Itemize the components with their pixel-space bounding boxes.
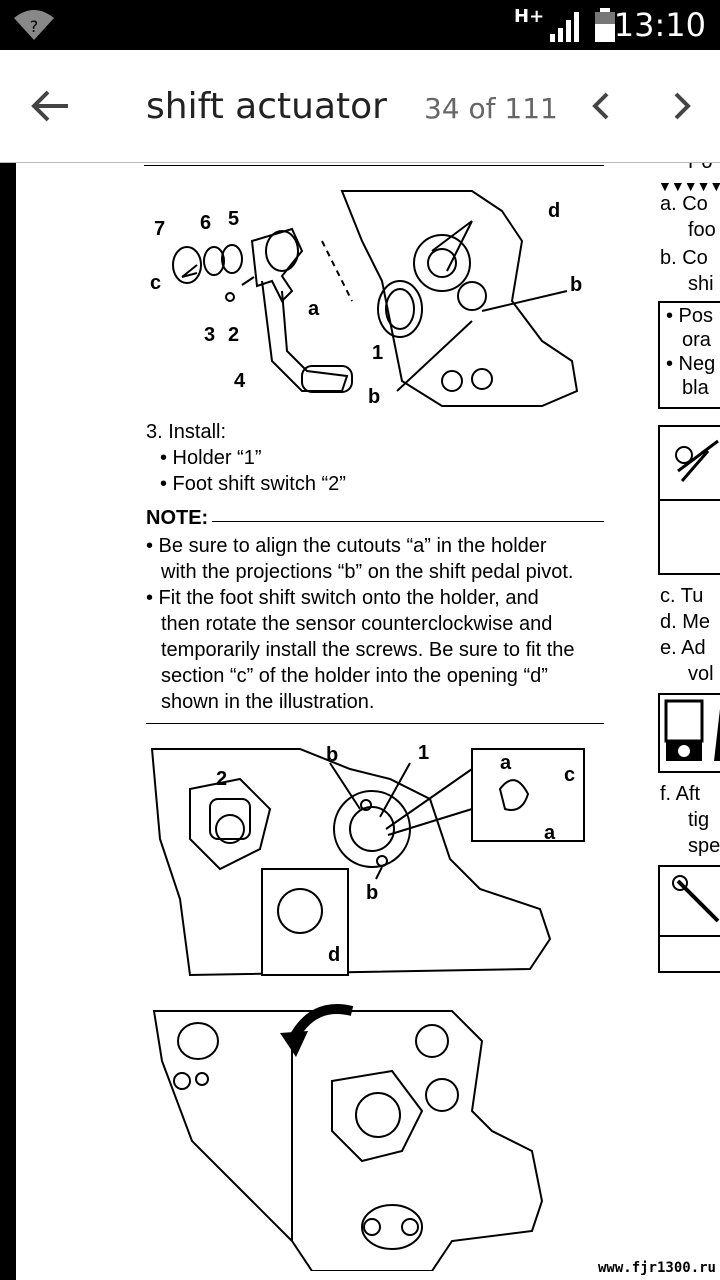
fig1-label-d: d [548, 200, 560, 222]
right-box-line-1: • Pos [666, 305, 714, 327]
document-page[interactable]: 7 6 5 c 3 2 a 4 d b 1 b 3. Install: • Ho… [16, 163, 720, 1280]
fig2-label-2: 2 [216, 768, 227, 790]
right-meter-box [658, 693, 720, 773]
fig1-label-1: 1 [372, 342, 383, 364]
install-item-holder: • Holder “1” [160, 447, 262, 469]
right-line-c: c. Tu [660, 585, 704, 607]
right-box-line-2: ora [682, 329, 711, 351]
right-line-f1: f. Aft [660, 783, 701, 805]
tool-icon [675, 439, 719, 482]
right-tool-box-1-divider [658, 499, 720, 501]
right-line-b2: shi [688, 273, 714, 295]
right-line-e1: e. Ad [660, 637, 706, 659]
note-line-4: then rotate the sensor counterclockwise … [161, 613, 553, 635]
back-arrow-icon[interactable] [28, 86, 76, 126]
meter-icon [664, 699, 720, 761]
right-line-a1: a. Co [660, 193, 708, 215]
status-bar: ? H+ 13:10 [0, 0, 720, 50]
result-counter: 34 of 111 [424, 92, 558, 125]
note-line-3: • Fit the foot shift switch onto the hol… [146, 587, 539, 609]
right-box-line-3: • Neg [666, 353, 716, 375]
fig1-label-a: a [308, 298, 320, 320]
network-type: H+ [514, 6, 545, 27]
wifi-question-icon: ? [14, 10, 54, 40]
fig1-label-7: 7 [154, 218, 165, 240]
fig2-label-b-bottom: b [366, 882, 378, 904]
signal-icon [550, 12, 579, 42]
watermark: www.fjr1300.ru [597, 1260, 716, 1276]
fig1-label-4: 4 [234, 370, 246, 392]
note-label: NOTE: [146, 507, 209, 529]
fig2-label-1: 1 [418, 742, 429, 764]
right-tool-box-2 [658, 865, 720, 973]
app-toolbar: shift actuator 34 of 111 [0, 50, 720, 163]
note-line-2: with the projections “b” on the shift pe… [161, 561, 574, 583]
fig1-label-5: 5 [228, 208, 239, 230]
exploded-diagram: 7 6 5 c 3 2 a 4 d b 1 b [150, 190, 582, 408]
step-install: 3. Install: [146, 421, 227, 443]
installation-diagram: b 1 2 a c a b d [150, 742, 585, 977]
right-line-d: d. Me [660, 611, 711, 633]
right-info-box [658, 301, 720, 409]
battery-icon [595, 8, 615, 42]
search-term-title: shift actuator [146, 86, 387, 127]
fig2-label-d: d [328, 944, 340, 966]
fig2-label-a-top: a [500, 752, 512, 774]
right-line-f3: spe [688, 835, 720, 857]
top-rule [144, 165, 604, 166]
fig2-label-c: c [564, 764, 575, 786]
rotation-diagram [152, 1004, 544, 1271]
right-line-b1: b. Co [660, 247, 708, 269]
fig1-label-2: 2 [228, 324, 239, 346]
svg-text:?: ? [30, 17, 39, 36]
clock: 13:10 [613, 6, 706, 44]
right-marks: ▼▼▼▼▼ [658, 178, 720, 194]
fig2-label-a-bottom: a [544, 822, 556, 844]
chevron-right-icon[interactable] [664, 88, 698, 124]
note-line-5: temporarily install the screws. Be sure … [161, 639, 575, 661]
note-rule [212, 521, 604, 522]
note-end-rule [146, 723, 604, 724]
page-edge [0, 163, 16, 1280]
right-line-f2: tig [688, 809, 710, 831]
fig1-label-b-top: b [570, 274, 582, 296]
note-line-6: section “c” of the holder into the openi… [161, 665, 548, 687]
fig1-label-b-bottom: b [368, 386, 380, 408]
right-tool-box-2-divider [658, 935, 720, 937]
right-line-e2: vol [688, 663, 714, 685]
chevron-left-icon[interactable] [585, 88, 619, 124]
note-line-1: • Be sure to align the cutouts “a” in th… [146, 535, 547, 557]
install-item-switch: • Foot shift switch “2” [160, 473, 346, 495]
fig2-label-b-top: b [326, 744, 338, 766]
right-line-a2: foo [688, 219, 716, 241]
right-top-fragment: Po [688, 163, 712, 175]
right-box-line-4: bla [682, 377, 709, 399]
wrench-icon [672, 875, 720, 923]
fig1-label-6: 6 [200, 212, 211, 234]
fig1-label-3: 3 [204, 324, 215, 346]
note-line-7: shown in the illustration. [161, 691, 375, 713]
fig1-label-c: c [150, 272, 161, 294]
